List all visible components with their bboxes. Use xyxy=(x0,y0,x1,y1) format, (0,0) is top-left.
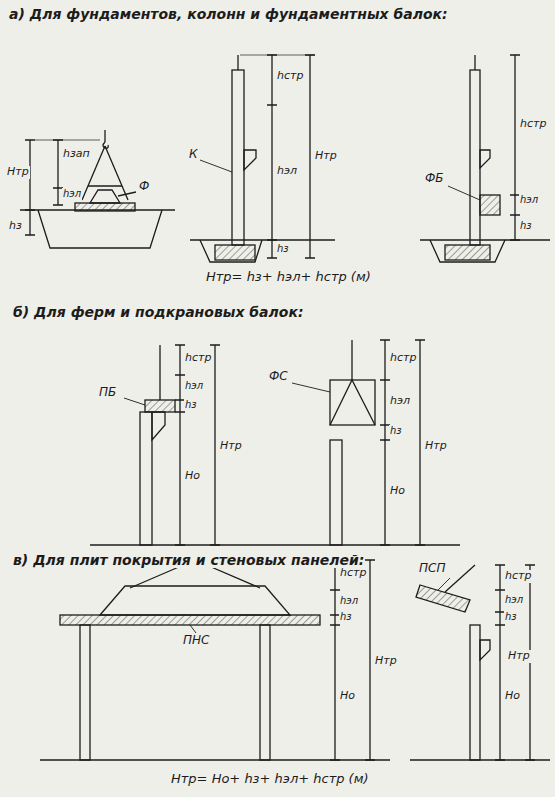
dimension-label: hэл xyxy=(389,395,411,408)
dimension-label: Hтр xyxy=(219,440,243,453)
section-heading: в) Для плит покрытия и стеновых панелей: xyxy=(12,552,365,568)
dimension-label: hз xyxy=(389,425,403,437)
dimension-label: hэл xyxy=(504,594,524,606)
dimension-label: hэл xyxy=(62,188,82,200)
dimension-label: Hо xyxy=(339,690,356,703)
dimension-label: ФС xyxy=(268,370,289,384)
section-heading: б) Для ферм и подкрановых балок: xyxy=(12,304,305,320)
wall-panel-figure xyxy=(410,565,550,760)
truss-figure xyxy=(292,340,425,545)
formula: Hтр= Hо+ hз+ hэл+ hстр (м) xyxy=(170,772,370,787)
dimension-label: Hтр xyxy=(314,150,338,163)
dimension-label: Hтр xyxy=(424,440,448,453)
dimension-label: hстр xyxy=(276,70,304,83)
dimension-label: ПСП xyxy=(418,562,446,576)
dimension-label: hстр xyxy=(519,118,547,131)
section-heading: а) Для фундаментов, колонн и фундаментны… xyxy=(8,6,449,22)
dimension-label: hстр xyxy=(184,352,212,365)
dimension-label: hэл xyxy=(184,380,204,392)
crane-beam-figure xyxy=(90,345,460,545)
dimension-label: hз xyxy=(504,611,518,623)
dimension-label: Hо xyxy=(184,470,201,483)
dimension-label: Hо xyxy=(504,690,521,703)
dimension-label: hз xyxy=(519,220,533,232)
dimension-label: hзап xyxy=(62,148,91,161)
formula: Hтр= hз+ hэл+ hстр (м) xyxy=(205,270,372,285)
dimension-label: hстр xyxy=(339,567,367,580)
foundation-figure xyxy=(20,130,175,248)
dimension-label: hз xyxy=(339,611,353,623)
dimension-label: Ф xyxy=(138,180,150,194)
foundation-beam-figure xyxy=(420,55,550,262)
dimension-label: Hтр xyxy=(507,650,531,663)
dimension-label: hз xyxy=(276,243,290,255)
dimension-label: ПНС xyxy=(182,634,210,648)
dimension-label: hстр xyxy=(389,352,417,365)
dimension-label: Hтр xyxy=(6,166,30,179)
dimension-label: ПБ xyxy=(98,386,117,400)
dimension-label: hэл xyxy=(276,165,298,178)
roof-slab-figure xyxy=(40,560,390,760)
dimension-label: hэл xyxy=(339,595,359,607)
dimension-label: Hо xyxy=(389,485,406,498)
dimension-label: hз xyxy=(8,220,23,233)
dimension-label: hэл xyxy=(519,194,539,206)
dimension-label: К xyxy=(188,148,199,162)
dimension-label: Hтр xyxy=(374,655,398,668)
dimension-label: hстр xyxy=(504,570,532,583)
dimension-label: hз xyxy=(184,399,198,411)
dimension-label: ФБ xyxy=(424,172,445,186)
